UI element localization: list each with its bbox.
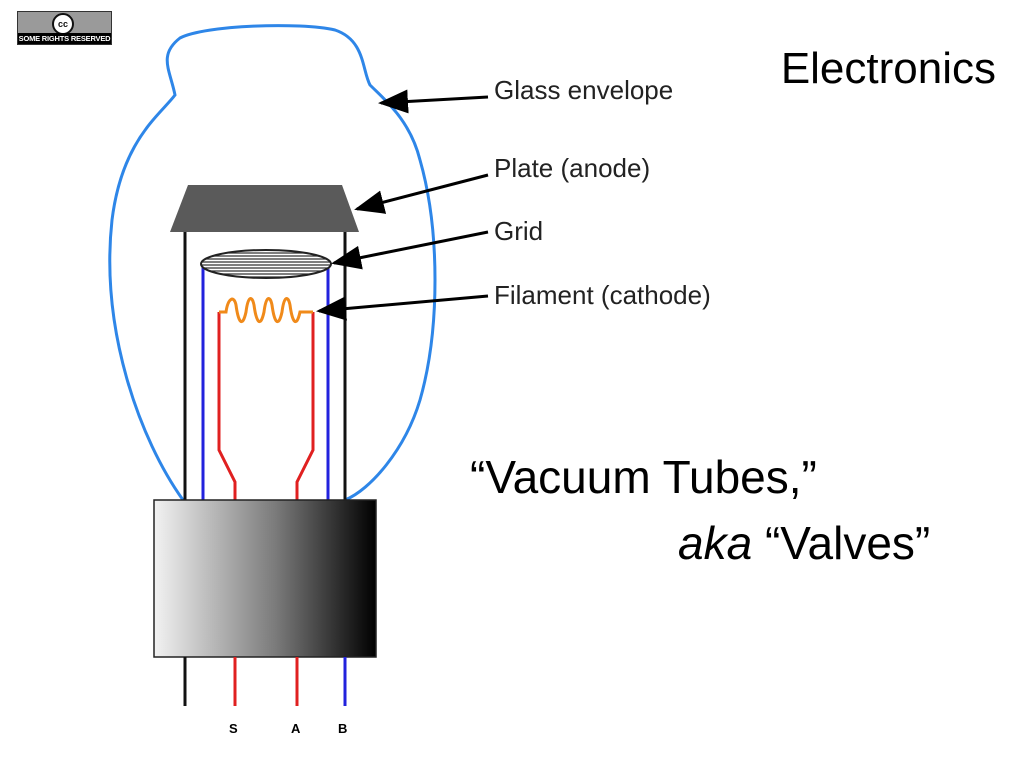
label-filament-cathode: Filament (cathode) [494,280,711,310]
slide-title: Electronics [780,44,996,93]
heading-vacuum-tubes: “Vacuum Tubes,” [470,451,817,503]
filament-coil [219,297,313,324]
arrow-plate [354,173,489,214]
label-glass-envelope: Glass envelope [494,75,673,105]
pin-label-s: S [229,721,238,736]
label-grid: Grid [494,216,543,246]
tube-base [153,499,377,658]
arrow-filament [316,294,489,321]
plate-anode [170,185,359,232]
glass-envelope [108,24,437,502]
pin-label-b: B [338,721,347,736]
pin-label-a: A [291,721,301,736]
heading-valves-text: “Valves” [764,517,931,569]
license-text: SOME RIGHTS RESERVED [18,33,111,44]
license-badge: cc SOME RIGHTS RESERVED [17,11,112,45]
filament-left-wire [217,312,237,500]
arrow-grid [331,230,489,270]
filament-right-wire [295,312,315,500]
grid-element [200,249,332,279]
heading-valves: aka “Valves” [678,516,930,570]
arrow-glass-envelope [378,89,489,114]
label-plate-anode: Plate (anode) [494,153,650,183]
heading-aka: aka [678,517,753,569]
